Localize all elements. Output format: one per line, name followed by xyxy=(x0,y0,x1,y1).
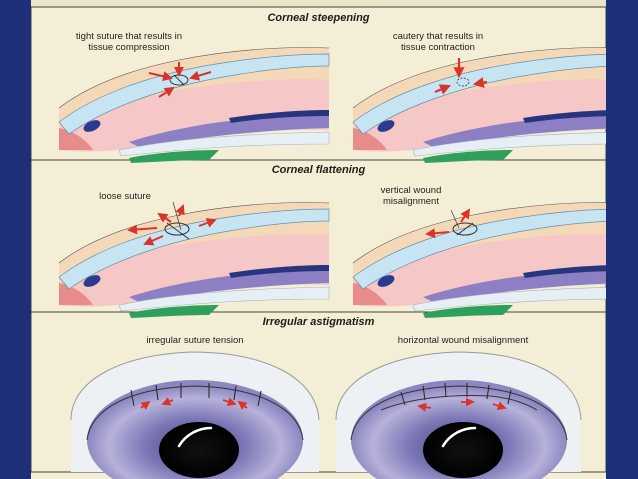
label-line: tissue contraction xyxy=(401,42,475,53)
eye-cross-section-flattening-left xyxy=(58,202,330,319)
label-horizontal-wound: horizontal wound misalignment xyxy=(353,335,573,346)
label-line: loose suture xyxy=(99,191,151,202)
eye-cross-section-steepening-right xyxy=(352,47,606,164)
top-strip xyxy=(31,0,606,7)
label-vertical-wound: vertical wound misalignment xyxy=(361,185,461,207)
section-title-flattening: Corneal flattening xyxy=(271,164,366,176)
label-leader xyxy=(450,209,460,229)
force-arrows-steepening-left xyxy=(148,62,212,98)
label-line: cautery that results in xyxy=(392,31,484,42)
label-line: vertical wound xyxy=(380,185,442,196)
illustration-page: Corneal steepening Corneal flattening Ir… xyxy=(31,0,606,479)
section-title-steepening: Corneal steepening xyxy=(267,12,370,24)
label-cautery: cautery that results in tissue contracti… xyxy=(353,31,523,53)
label-line: tissue compression xyxy=(88,42,170,53)
eye-front-view-right xyxy=(335,351,582,479)
label-irregular-suture-tension: irregular suture tension xyxy=(105,335,285,346)
section-title-irregular: Irregular astigmatism xyxy=(262,316,375,328)
label-leader xyxy=(172,201,182,231)
eye-cross-section-flattening-right xyxy=(352,202,606,319)
illustration-canvas xyxy=(31,0,606,479)
label-line: tight suture that results in xyxy=(75,31,183,42)
cautery-arrows-steepening-right xyxy=(434,58,488,95)
label-tight-suture: tight suture that results in tissue comp… xyxy=(39,31,219,53)
eye-front-view-left xyxy=(70,351,320,479)
eye-cross-section-steepening-left xyxy=(58,47,330,164)
label-line: horizontal wound misalignment xyxy=(397,335,529,346)
force-arrows-flattening-left xyxy=(127,204,217,246)
force-arrows-flattening-right xyxy=(425,208,471,239)
label-loose-suture: loose suture xyxy=(75,191,175,202)
label-line: misalignment xyxy=(383,196,439,207)
label-line: irregular suture tension xyxy=(146,335,244,346)
